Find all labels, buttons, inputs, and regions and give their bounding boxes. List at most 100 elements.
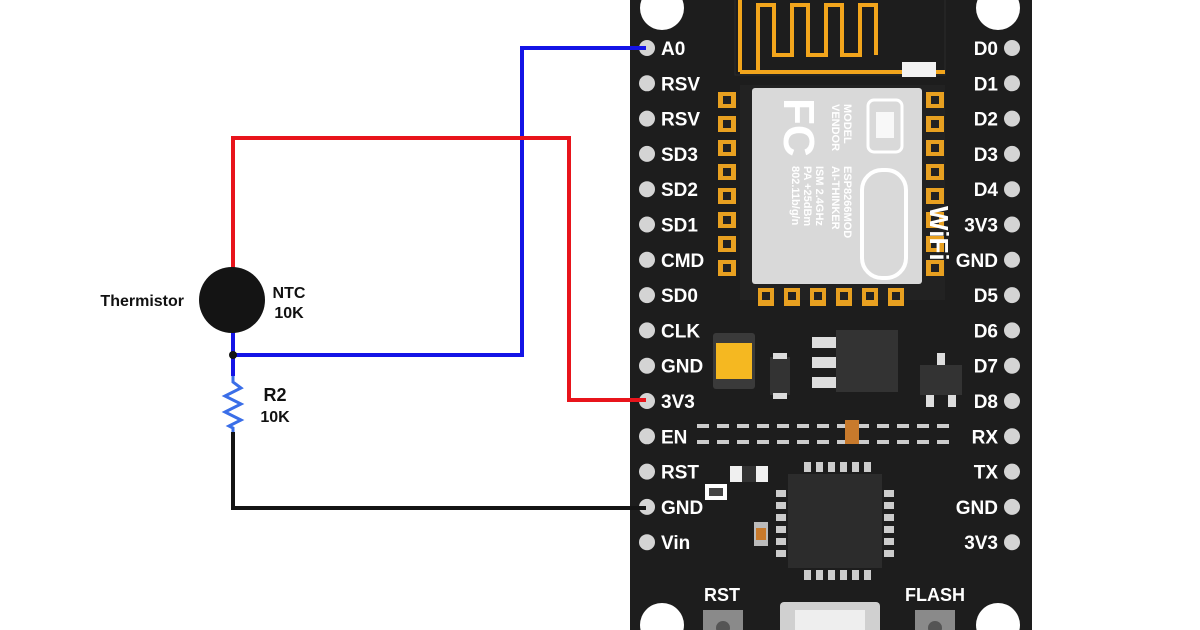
smd-pad [777, 424, 789, 428]
rst-button[interactable] [703, 610, 743, 630]
smd-pad [717, 440, 729, 444]
left-pin-en: EN [639, 427, 687, 448]
left-pin-label: RSV [661, 74, 700, 95]
right-pin-gnd: GND [956, 251, 1020, 272]
right-pin-label: GND [956, 498, 998, 519]
voltage-regulator [836, 330, 898, 392]
antenna-icon [734, 0, 946, 77]
right-pin-label: 3V3 [964, 216, 998, 237]
smd-pad [917, 440, 929, 444]
left-pin-label: SD0 [661, 286, 698, 307]
right-pin-tx: TX [974, 463, 1020, 484]
left-pin-label: RST [661, 463, 699, 484]
left-pin-sd1: SD1 [639, 216, 698, 237]
module-text-pa: PA +25dBm [801, 166, 813, 226]
resistor-value: 10K [260, 409, 290, 426]
resistor-zigzag [221, 376, 245, 432]
wire-blue-a0 [231, 46, 646, 357]
pin-pad [1004, 181, 1020, 198]
pin-pad [639, 75, 655, 92]
smd-pad [857, 424, 869, 428]
right-pin-label: D2 [974, 110, 998, 131]
left-pin-label: RSV [661, 110, 700, 131]
thermistor: Thermistor NTC 10K [100, 267, 306, 333]
module-text-vendor: VENDOR [829, 104, 841, 151]
right-pin-d1: D1 [974, 74, 1020, 95]
smd-pad [757, 440, 769, 444]
right-pin-d5: D5 [974, 286, 1020, 307]
smd-pad [717, 424, 729, 428]
right-pin-label: D1 [974, 74, 999, 95]
left-pin-gnd: GND [639, 357, 703, 378]
chip-pin [840, 462, 847, 472]
left-pin-sd2: SD2 [639, 180, 698, 201]
thermistor-type: NTC [273, 285, 306, 302]
wire-red-3v3 [231, 136, 646, 402]
right-pin-label: RX [972, 427, 999, 448]
resistor-r2: R2 10K [221, 376, 290, 432]
pin-pad [1004, 428, 1020, 445]
right-pin-label: D6 [974, 321, 998, 342]
smd-pad [917, 424, 929, 428]
left-pin-vin: Vin [639, 533, 690, 554]
smd-pad [797, 440, 809, 444]
left-pin-label: GND [661, 498, 703, 519]
wire-black-gnd [231, 432, 646, 510]
pin-pad [1004, 110, 1020, 127]
right-pin-d6: D6 [974, 321, 1020, 342]
pin-pad [639, 216, 655, 233]
right-pin-d7: D7 [974, 357, 1020, 378]
chip-pin [852, 462, 859, 472]
junction-dot [229, 351, 237, 359]
smd-pad [837, 440, 849, 444]
svg-text:WiFi: WiFi [924, 206, 954, 261]
right-pin-label: 3V3 [964, 533, 998, 554]
chip-pin [828, 462, 835, 472]
left-pin-sd0: SD0 [639, 286, 698, 307]
small-transistor [770, 357, 790, 395]
left-pin-3v3: 3V3 [639, 392, 695, 413]
module-castellations [718, 92, 944, 306]
flash-button[interactable] [915, 610, 955, 630]
right-pin-rx: RX [972, 427, 1020, 448]
chip-pin [884, 538, 894, 545]
board-components: RST FLASH [697, 330, 965, 630]
pin-pad [1004, 357, 1020, 374]
pin-pad [639, 287, 655, 304]
chip-pin [816, 462, 823, 472]
chip-pin [864, 462, 871, 472]
thermistor-value: 10K [274, 305, 304, 322]
mount-hole-bottom-right [976, 603, 1020, 630]
left-pin-rsv: RSV [639, 110, 700, 131]
right-pin-label: D0 [974, 39, 998, 60]
flash-button-label: FLASH [905, 585, 965, 605]
esp8266-module: FC MODEL VENDOR ESP8266MOD AI-THINKER IS… [718, 85, 954, 306]
smd-pad [817, 424, 829, 428]
pin-pad [1004, 287, 1020, 304]
left-pin-rsv: RSV [639, 74, 700, 95]
smd-pad [857, 440, 869, 444]
chip-pin [804, 570, 811, 580]
left-pin-label: SD1 [661, 216, 698, 237]
smd-pad [697, 424, 709, 428]
wifi-logo-icon: WiFi [860, 168, 954, 280]
right-pin-label: D4 [974, 180, 999, 201]
smd-pad [897, 424, 909, 428]
module-text-protocol: 802.11b/g/n [789, 166, 801, 226]
smd-pad-row [697, 424, 949, 444]
pin-pad [1004, 534, 1020, 551]
smd-pad [757, 424, 769, 428]
nodemcu-board: FC MODEL VENDOR ESP8266MOD AI-THINKER IS… [630, 0, 1032, 630]
chip-pin [776, 502, 786, 509]
sot-transistor [920, 365, 962, 395]
right-pin-label: D5 [974, 286, 999, 307]
chip-pin [852, 570, 859, 580]
smd-pad [937, 440, 949, 444]
pin-pad [639, 251, 655, 268]
usb-serial-chip [776, 462, 894, 580]
pin-pad [1004, 498, 1020, 515]
pin-pad [639, 428, 655, 445]
left-pin-label: A0 [661, 39, 685, 60]
chip-pin [776, 538, 786, 545]
smd-resistor-orange [845, 420, 859, 444]
